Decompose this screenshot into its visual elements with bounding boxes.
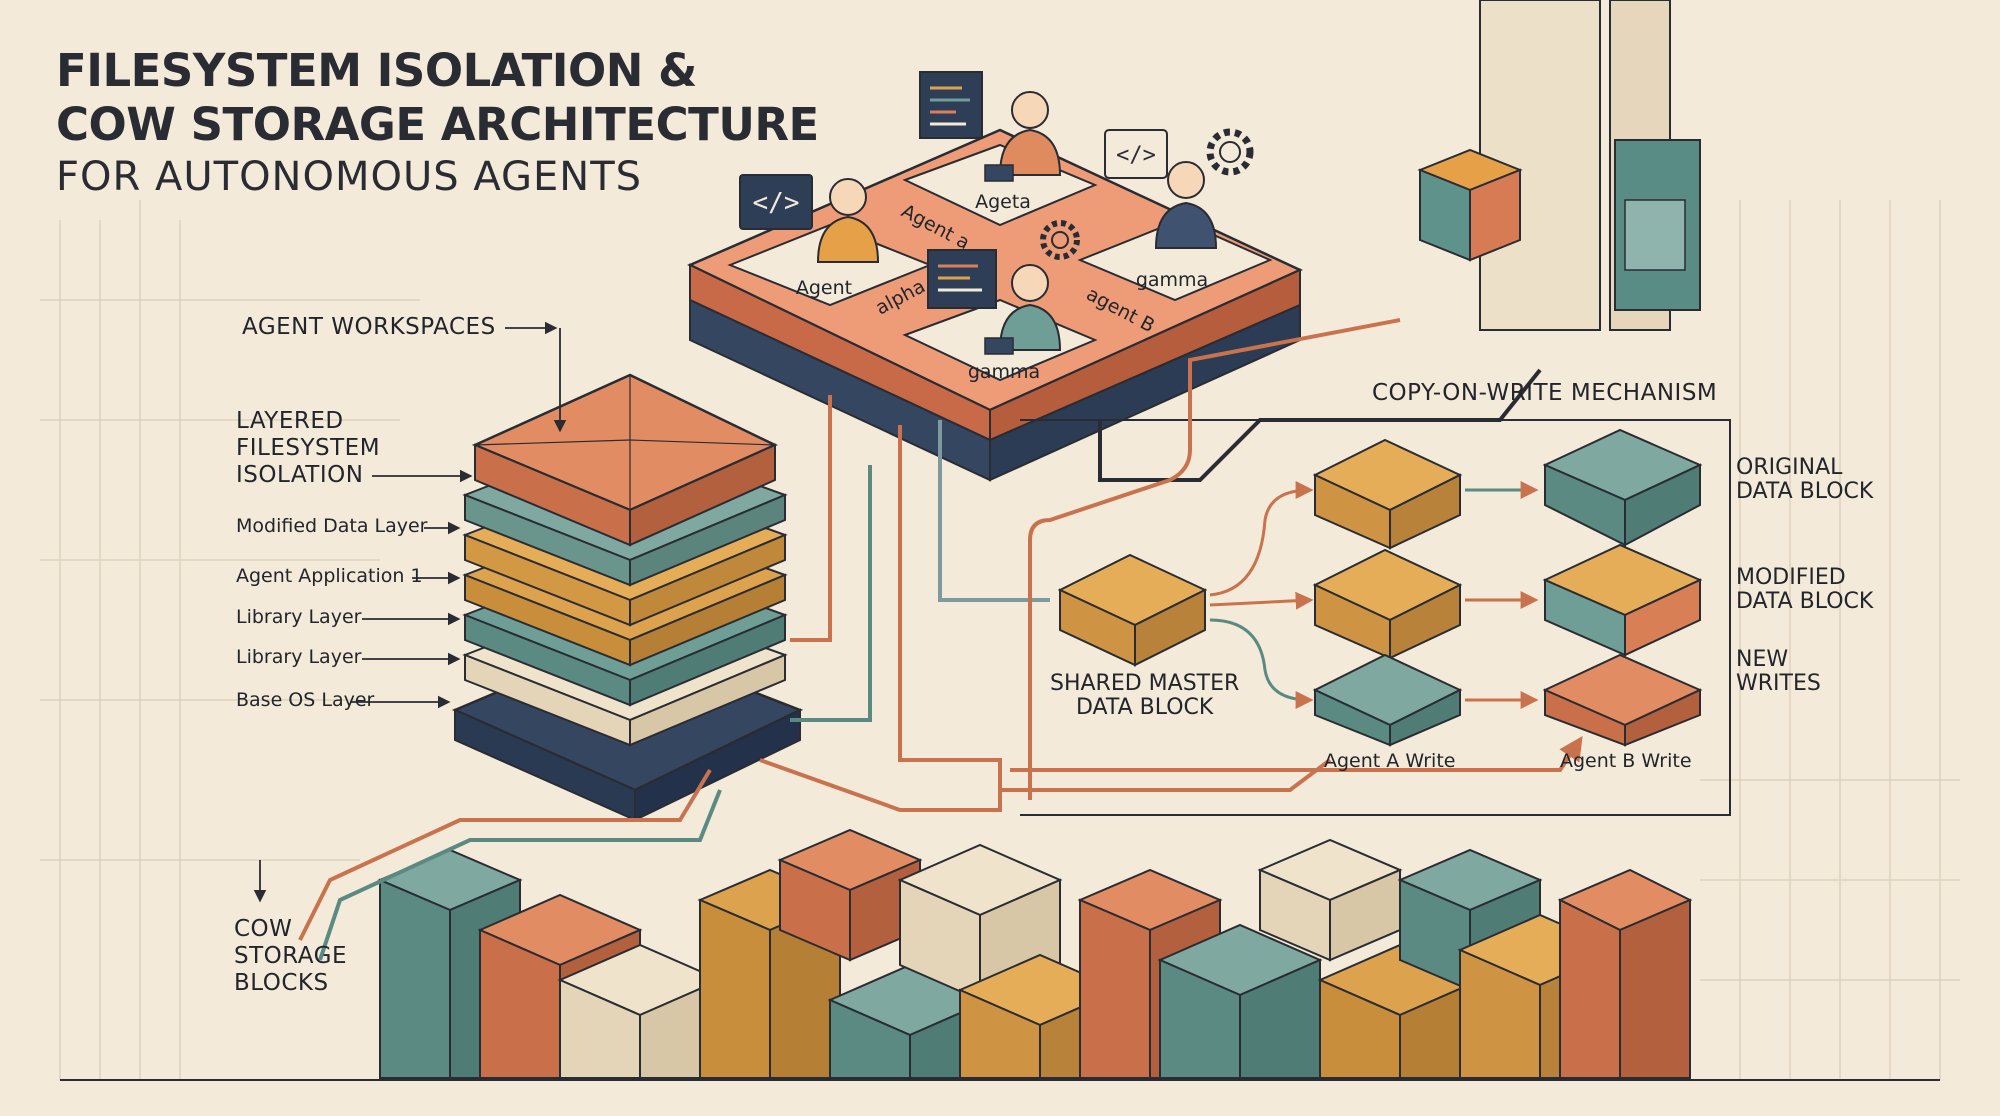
connection-pipes xyxy=(298,318,1583,961)
layer-label-library-2: Library Layer xyxy=(236,646,362,668)
label-line: BLOCKS xyxy=(234,970,329,996)
label-line: DATA BLOCK xyxy=(1736,479,1874,504)
code-screen-icon: </> xyxy=(739,174,813,230)
cow-block-original-copy xyxy=(1312,438,1463,550)
label-line: ORIGINAL xyxy=(1736,455,1843,480)
label-leaders xyxy=(253,321,567,903)
label-line: FILESYSTEM xyxy=(236,435,381,461)
svg-text:</>: </> xyxy=(753,188,800,218)
svg-text:</>: </> xyxy=(1116,143,1156,168)
agent-label: Agent xyxy=(796,277,852,299)
new-writes-label: NEW WRITES xyxy=(1736,648,1821,696)
layer-label-agent-application: Agent Application 1 xyxy=(236,565,423,587)
shared-master-block xyxy=(1057,553,1208,667)
terminal-screen-icon xyxy=(919,71,983,139)
code-screen-icon: </> xyxy=(1104,129,1168,179)
label-line: ISOLATION xyxy=(236,462,364,488)
title-line-2: COW STORAGE ARCHITECTURE xyxy=(56,98,819,151)
gear-icon xyxy=(1040,220,1080,260)
label-line: DATA BLOCK xyxy=(1075,695,1214,720)
shared-master-label: SHARED MASTER DATA BLOCK xyxy=(1050,672,1239,720)
agent-workspaces-label: AGENT WORKSPACES xyxy=(242,314,496,340)
agent-a-write-label: Agent A Write xyxy=(1324,750,1456,772)
agent-avatar-2 xyxy=(984,91,1062,182)
label-line: MODIFIED xyxy=(1736,565,1846,590)
cow-block-new-write xyxy=(1542,653,1703,747)
agent-label: gamma xyxy=(1136,269,1208,291)
cow-storage-blocks-label: COW STORAGE BLOCKS xyxy=(234,916,347,997)
agent-avatar-1 xyxy=(816,178,880,263)
agent-avatar-4 xyxy=(984,264,1062,355)
label-line: STORAGE xyxy=(234,943,347,969)
label-line: DATA BLOCK xyxy=(1736,589,1874,614)
layer-label-modified-data: Modified Data Layer xyxy=(236,515,428,537)
cow-block-agent-a-write xyxy=(1312,653,1463,747)
label-line: NEW xyxy=(1736,647,1789,672)
cow-block-modified-result xyxy=(1542,543,1703,657)
layered-isolation-label: LAYERED FILESYSTEM ISOLATION xyxy=(236,408,380,489)
label-line: SHARED MASTER xyxy=(1050,671,1240,696)
title-line-1: FILESYSTEM ISOLATION & xyxy=(56,44,697,97)
page-title: FILESYSTEM ISOLATION & COW STORAGE ARCHI… xyxy=(56,44,819,202)
label-line: LAYERED xyxy=(236,408,344,434)
agent-b-write-label: Agent B Write xyxy=(1560,750,1692,772)
layer-label-library-1: Library Layer xyxy=(236,606,362,628)
label-line: WRITES xyxy=(1736,671,1821,696)
right-pillar xyxy=(1417,0,1701,331)
layer-label-base-os: Base OS Layer xyxy=(236,689,375,711)
agent-label: Ageta xyxy=(975,191,1031,213)
cow-block-original-result xyxy=(1542,428,1703,547)
original-block-label: ORIGINAL DATA BLOCK xyxy=(1736,456,1873,504)
terminal-screen-icon xyxy=(927,249,997,309)
cow-mechanism-label: COPY-ON-WRITE MECHANISM xyxy=(1372,380,1718,406)
gear-icon xyxy=(1206,128,1254,176)
label-line: COW xyxy=(234,916,293,942)
title-line-3: FOR AUTONOMOUS AGENTS xyxy=(56,154,643,200)
cow-storage-blocks xyxy=(377,828,1693,1079)
agent-label: gamma xyxy=(968,361,1040,383)
cow-block-modified-copy xyxy=(1312,548,1463,660)
modified-block-label: MODIFIED DATA BLOCK xyxy=(1736,566,1873,614)
agent-avatar-3 xyxy=(1154,161,1218,249)
filesystem-layer-stack xyxy=(451,373,804,822)
cow-flow-arrows xyxy=(1209,481,1539,709)
